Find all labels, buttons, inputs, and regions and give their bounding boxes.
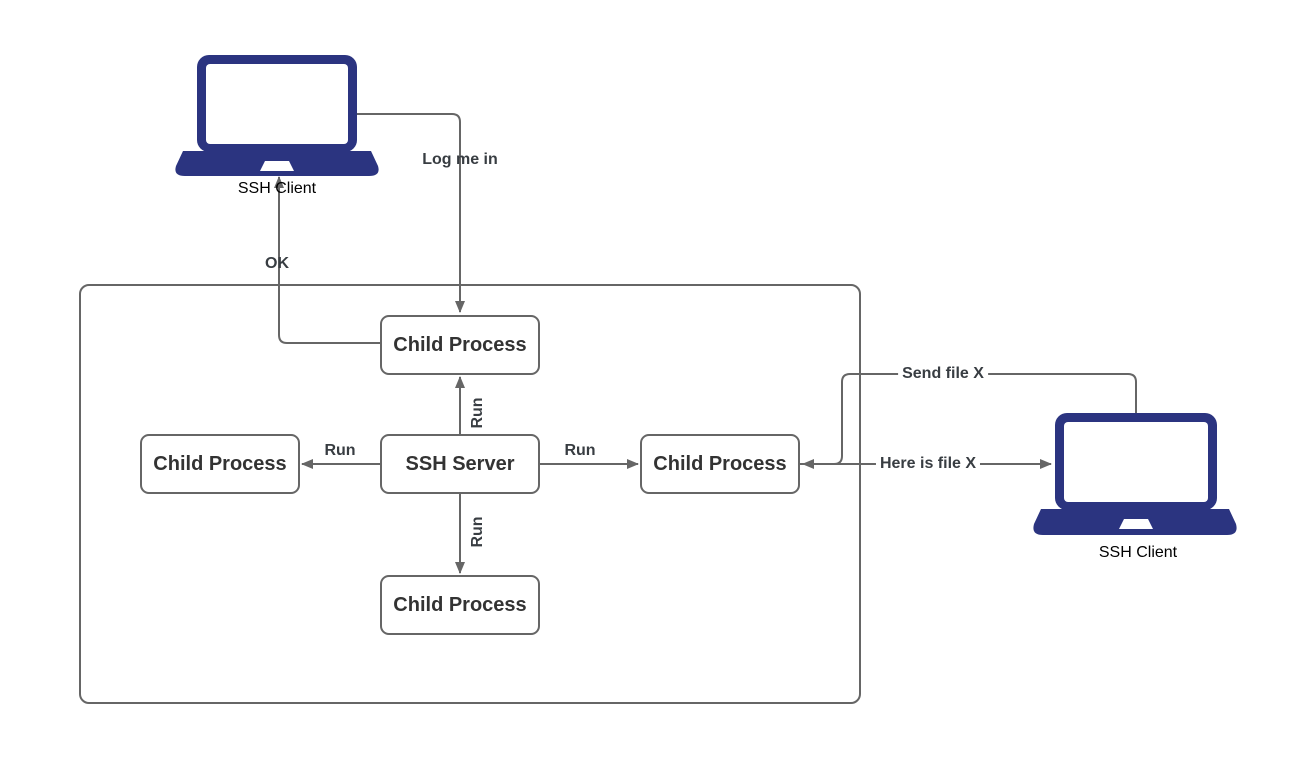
ssh-client-label-right: SSH Client [1098, 544, 1178, 561]
node-child-process-right: Child Process [640, 434, 800, 494]
server-host-container [79, 284, 861, 704]
node-ssh-server: SSH Server [380, 434, 540, 494]
edge-label-run-left: Run [324, 442, 356, 460]
ssh-client-label-left: SSH Client [237, 180, 317, 197]
edge-label-ok: OK [265, 255, 289, 273]
node-label: SSH Server [405, 452, 515, 475]
node-label: Child Process [153, 452, 287, 475]
node-child-process-left: Child Process [140, 434, 300, 494]
node-child-process-bottom: Child Process [380, 575, 540, 635]
laptop-icon [175, 55, 379, 176]
laptop-icon [1033, 413, 1237, 535]
edge-send-file [802, 373, 1137, 469]
edge-label-run-up: Run [469, 397, 487, 429]
edge-label-run-right: Run [564, 442, 596, 460]
edge-label-send-file-x: Send file X [898, 364, 988, 384]
edge-label-run-down: Run [469, 516, 487, 548]
node-label: Child Process [653, 452, 787, 475]
node-child-process-top: Child Process [380, 315, 540, 375]
node-label: Child Process [393, 333, 527, 356]
edge-label-here-is-file-x: Here is file X [875, 454, 981, 474]
edge-log-me-in [357, 113, 465, 313]
node-label: Child Process [393, 593, 527, 616]
edge-ok [274, 176, 380, 344]
edge-label-log-me-in: Log me in [422, 151, 498, 169]
